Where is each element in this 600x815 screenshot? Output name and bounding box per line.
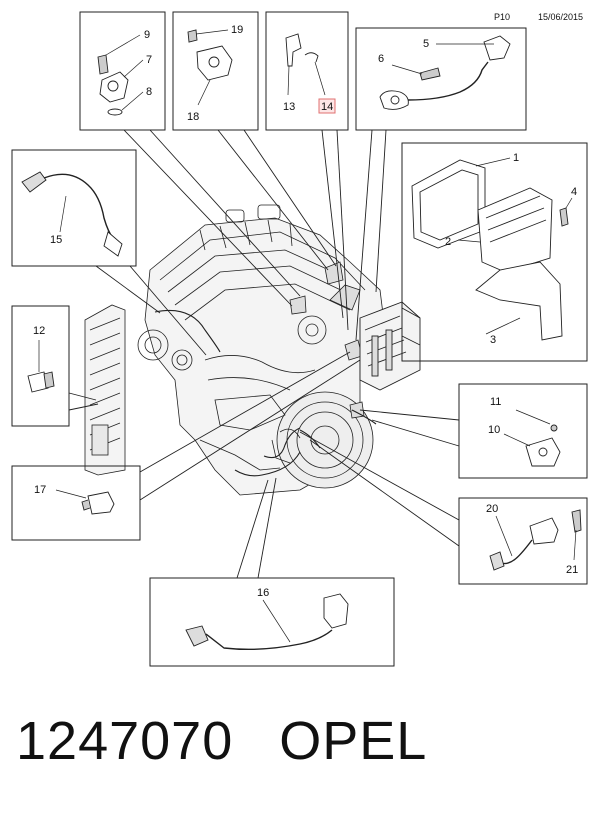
crankshaft-sensor-icon <box>525 424 561 467</box>
callout-17: 17 <box>34 484 46 496</box>
page-code: P10 <box>494 12 510 22</box>
coolant-temp-sensor-icon <box>27 371 55 393</box>
callout-19: 19 <box>231 24 243 36</box>
callout-box-17 <box>11 465 141 541</box>
footer-title: 1247070 OPEL <box>16 710 427 772</box>
diagram-date: 15/06/2015 <box>538 12 583 22</box>
leader-lines <box>68 129 460 579</box>
callout-12: 12 <box>33 325 45 337</box>
callout-box-15 <box>11 149 137 267</box>
callout-6: 6 <box>378 53 384 65</box>
callout-15: 15 <box>50 234 62 246</box>
callout-3: 3 <box>490 334 496 346</box>
ecu-module-icon <box>411 159 569 341</box>
oxygen-sensor-upstream-icon <box>21 171 123 257</box>
callout-5: 5 <box>423 38 429 50</box>
callout-11: 11 <box>490 396 501 408</box>
callout-9: 9 <box>144 29 150 41</box>
callout-box-16 <box>149 577 395 667</box>
callout-8: 8 <box>146 86 152 98</box>
callout-box-18-19 <box>172 11 259 131</box>
callout-7: 7 <box>146 54 152 66</box>
callout-14-highlight <box>318 98 336 114</box>
callout-box-5-6 <box>355 27 527 131</box>
callout-box-1-2-3-4 <box>401 142 588 362</box>
radiator-illustration <box>84 304 126 476</box>
temp-sensor-icon <box>285 33 319 67</box>
callout-20: 20 <box>486 503 498 515</box>
callout-1: 1 <box>513 152 519 164</box>
callout-box-13-14 <box>265 11 349 131</box>
oxygen-sensor-downstream-icon <box>185 593 349 651</box>
map-sensor-icon <box>187 29 233 81</box>
callout-box-10-11 <box>458 383 588 479</box>
callout-4: 4 <box>571 186 577 198</box>
callout-14: 14 <box>321 101 333 113</box>
brand-name: OPEL <box>279 711 428 771</box>
callout-2: 2 <box>445 236 451 248</box>
knock-sensor-icon <box>379 35 511 110</box>
callout-10: 10 <box>488 424 500 436</box>
part-number: 1247070 <box>16 711 234 771</box>
callout-16: 16 <box>257 587 269 599</box>
camshaft-sensor-icon <box>97 54 129 116</box>
engine-illustration <box>137 204 386 496</box>
callout-21: 21 <box>566 564 578 576</box>
callout-13: 13 <box>283 101 295 113</box>
speed-sensor-icon <box>489 509 582 571</box>
ecu-installed <box>359 301 421 391</box>
callout-box-20-21 <box>458 497 588 585</box>
callout-box-7-8-9 <box>79 11 166 131</box>
callout-box-12 <box>11 305 70 427</box>
oil-pressure-switch-icon <box>81 491 115 515</box>
callout-18: 18 <box>187 111 199 123</box>
